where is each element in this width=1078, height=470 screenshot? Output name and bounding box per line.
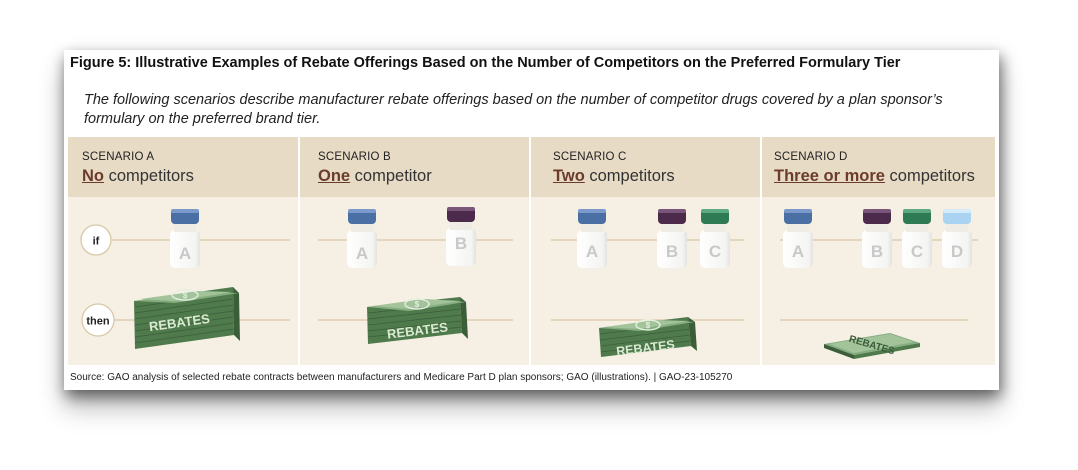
- figure-intro: The following scenarios describe manufac…: [84, 91, 964, 129]
- pill-bottle-icon-d: D: [942, 209, 972, 268]
- money-stack-icon-b: $ REBATES: [367, 297, 468, 344]
- pill-bottle-icon-c: C: [700, 209, 730, 268]
- bottles-c: A B C: [577, 209, 730, 268]
- scenario-divider: [298, 137, 300, 365]
- money-stack-icon-c: $ REBATES: [599, 317, 697, 359]
- bottle-letter: B: [871, 242, 883, 261]
- bottle-letter: B: [455, 234, 467, 253]
- figure-title: Figure 5: Illustrative Examples of Rebat…: [70, 55, 900, 71]
- pill-bottle-icon-a: A: [783, 209, 813, 268]
- scenario-illustrations: if then A: [68, 137, 995, 365]
- if-row-marker: if: [81, 225, 111, 255]
- then-row-marker: then: [82, 304, 114, 336]
- scenario-panel: SCENARIO A No competitors SCENARIO B One…: [68, 137, 995, 365]
- pill-bottle-icon-a: A: [577, 209, 607, 268]
- pill-bottle-icon-c: C: [902, 209, 932, 268]
- then-label: then: [86, 316, 110, 328]
- source-note: Source: GAO analysis of selected rebate …: [70, 372, 732, 383]
- svg-text:$: $: [415, 300, 420, 309]
- bottle-letter: B: [666, 242, 678, 261]
- bottle-letter: A: [586, 242, 598, 261]
- bottles-d: A B C: [783, 209, 972, 268]
- pill-bottle-icon-b: B: [862, 209, 892, 268]
- bottle-letter: A: [792, 242, 804, 261]
- pill-bottle-icon-a: A: [170, 209, 200, 268]
- money-stack-icon-d: REBATES: [824, 333, 920, 359]
- bottles-a: A: [170, 209, 200, 268]
- bottles-b: A B: [347, 207, 476, 268]
- pill-bottle-icon-b: B: [446, 207, 476, 266]
- figure-card: Figure 5: Illustrative Examples of Rebat…: [64, 50, 999, 390]
- svg-text:$: $: [646, 321, 651, 330]
- scenario-divider: [529, 137, 531, 365]
- pill-bottle-icon-a: A: [347, 209, 377, 268]
- pill-bottle-icon-b: B: [657, 209, 687, 268]
- bottle-letter: D: [951, 242, 963, 261]
- svg-text:$: $: [183, 291, 188, 300]
- scenario-divider: [760, 137, 762, 365]
- bottle-letter: C: [911, 242, 923, 261]
- bottle-letter: C: [709, 242, 721, 261]
- money-stack-icon-a: $ REBATES: [134, 287, 240, 349]
- bottle-letter: A: [356, 244, 368, 263]
- bottle-letter: A: [179, 244, 191, 263]
- if-label: if: [93, 236, 100, 248]
